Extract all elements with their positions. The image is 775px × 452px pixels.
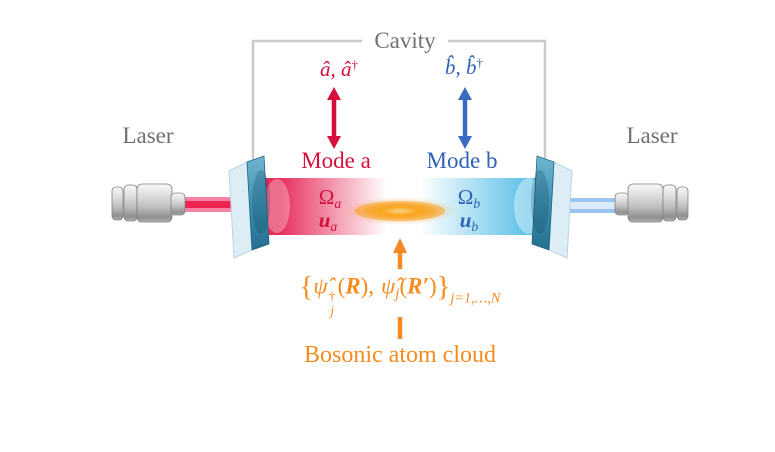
mirror-right [531, 155, 573, 259]
laser-label-right: Laser [626, 123, 678, 148]
formula-close-brace: } [436, 271, 451, 303]
mode-b-operators-base: b̂, b̂ [444, 55, 477, 79]
omega-b-sub: b [473, 195, 481, 211]
cavity-bracket [251, 39, 547, 170]
mode-a-operators: â, â† [320, 58, 358, 80]
mode-a-rabi: Ωa [318, 185, 342, 211]
mode-b-dagger: † [476, 54, 484, 70]
mode-b-profile: ub [459, 208, 479, 234]
atom-cloud [344, 197, 456, 225]
field-operator-formula: {ψ̂†j(R),ψ̂j(R′)}j=1,…,N [300, 272, 501, 319]
laser-device-left [111, 183, 186, 223]
formula-lparen2: ( [399, 273, 408, 299]
mode-a-operators-base: â, â [319, 57, 352, 81]
formula-open-brace: { [299, 271, 314, 303]
formula-psi2: ψ̂ [381, 273, 396, 299]
mode-b-arrow-icon [458, 87, 472, 149]
omega-b: Ω [457, 185, 474, 209]
u-b: u [459, 208, 472, 232]
mirror-left [228, 155, 270, 259]
mode-b-rabi: Ωb [457, 185, 481, 211]
formula-R1: R [345, 273, 361, 299]
u-b-sub: b [471, 218, 479, 234]
formula-lparen1: ( [337, 273, 346, 299]
mode-a-profile: ua [318, 208, 338, 234]
cavity-label: Cavity [374, 28, 436, 53]
formula-psi1-sub: j [330, 303, 335, 319]
u-a: u [318, 208, 331, 232]
formula-rparen1: ), [360, 273, 375, 299]
mode-a-label: Mode a [301, 148, 371, 173]
mode-b-operators: b̂, b̂† [445, 56, 483, 78]
formula-psi1-scripts: †j [328, 288, 336, 319]
atom-cloud-arrow-icon [393, 238, 407, 339]
mode-a-arrow-icon [327, 87, 341, 149]
formula-rparen2: ) [428, 273, 437, 299]
omega-a: Ω [318, 185, 335, 209]
u-a-sub: a [330, 218, 338, 234]
formula-R2: R′ [407, 273, 429, 299]
omega-a-sub: a [334, 195, 342, 211]
formula-psi1-dagger: † [328, 288, 336, 304]
mode-b-label: Mode b [426, 148, 498, 173]
formula-index-range: j=1,…,N [450, 290, 501, 307]
formula-psi1: ψ̂ [313, 273, 328, 299]
bosonic-cloud-label: Bosonic atom cloud [304, 342, 496, 368]
mode-a-dagger: † [351, 56, 359, 72]
laser-device-right [614, 183, 689, 223]
formula-psi2-sub: j [395, 285, 400, 302]
laser-label-left: Laser [122, 123, 174, 148]
